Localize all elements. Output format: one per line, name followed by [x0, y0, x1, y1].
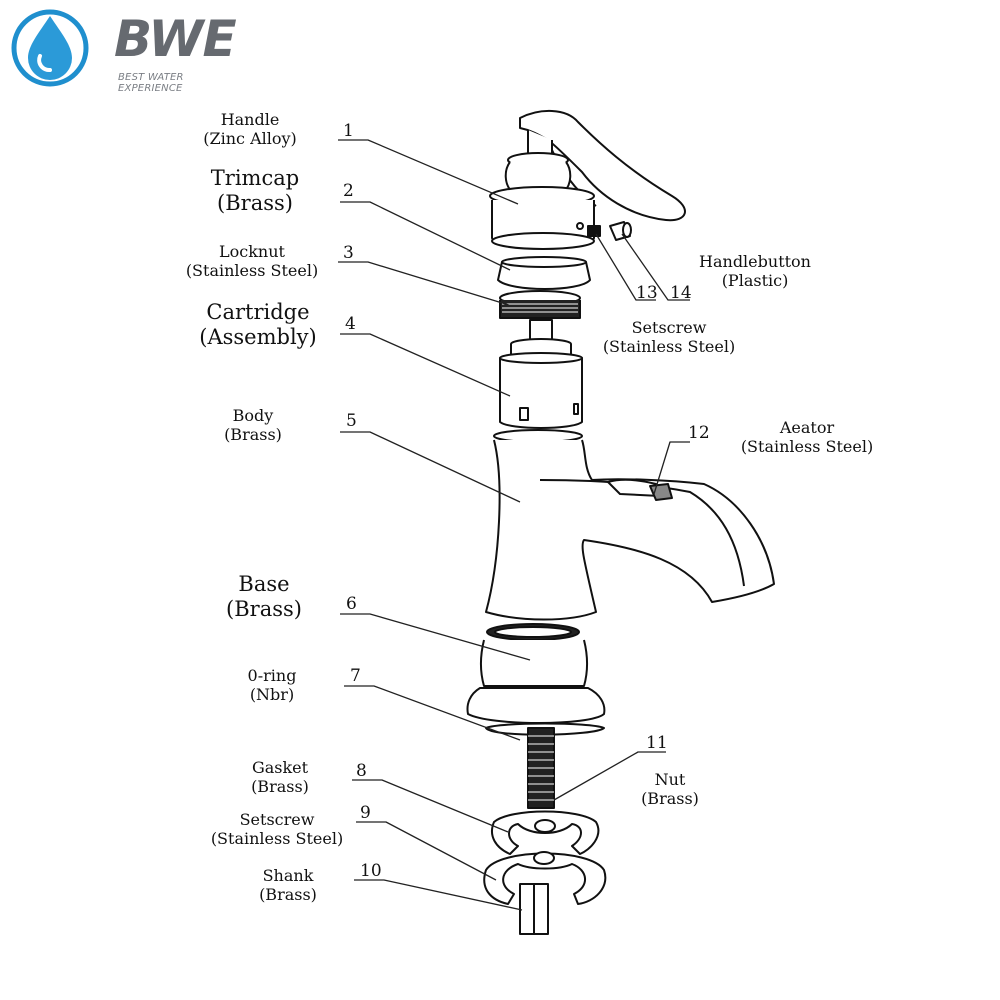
label-o-ring-name: 0-ring — [247, 666, 297, 685]
label-o-ring: 0-ring (Nbr) — [222, 666, 322, 704]
shank-part — [519, 883, 549, 935]
label-body-material: (Brass) — [224, 425, 282, 445]
label-setscrew-13-name: Setscrew — [631, 318, 707, 337]
callout-9: 9 — [360, 803, 371, 823]
label-base: Base (Brass) — [214, 572, 314, 622]
label-handle: Handle (Zinc Alloy) — [190, 110, 310, 148]
callout-12: 12 — [688, 423, 710, 443]
label-shank-name: Shank — [262, 866, 314, 885]
label-handlebutton: Handlebutton (Plastic) — [690, 252, 820, 290]
callout-10: 10 — [360, 861, 382, 881]
label-base-material: (Brass) — [226, 597, 302, 622]
label-setscrew-13-material: (Stainless Steel) — [602, 337, 736, 357]
label-setscrew-9: Setscrew (Stainless Steel) — [202, 810, 352, 848]
label-shank: Shank (Brass) — [238, 866, 338, 904]
label-handlebutton-name: Handlebutton — [699, 252, 811, 271]
cartridge-part — [499, 338, 583, 429]
callout-2: 2 — [343, 181, 354, 201]
label-setscrew-9-name: Setscrew — [239, 810, 315, 829]
callout-6: 6 — [346, 594, 357, 614]
label-aeator-name: Aeator — [779, 418, 835, 437]
brand-name: BWE — [114, 10, 237, 68]
label-handle-material: (Zinc Alloy) — [203, 129, 297, 149]
label-nut-material: (Brass) — [641, 789, 699, 809]
label-cartridge-name: Cartridge — [206, 300, 310, 324]
callout-14: 14 — [670, 283, 692, 303]
label-setscrew-9-material: (Stainless Steel) — [210, 829, 344, 849]
label-setscrew-13: Setscrew (Stainless Steel) — [596, 318, 742, 356]
label-locknut-name: Locknut — [219, 242, 285, 261]
leader-lines — [338, 139, 690, 911]
setscrew-9-part — [483, 851, 607, 905]
label-locknut: Locknut (Stainless Steel) — [178, 242, 326, 280]
shank-rod-part — [527, 727, 555, 809]
trimcap-part — [489, 152, 595, 250]
locknut-part — [499, 290, 581, 343]
label-body: Body (Brass) — [200, 406, 306, 444]
label-handlebutton-material: (Plastic) — [721, 271, 789, 291]
label-trimcap-name: Trimcap — [210, 166, 300, 190]
callout-3: 3 — [343, 243, 354, 263]
label-base-name: Base — [238, 572, 290, 596]
label-gasket-name: Gasket — [251, 758, 309, 777]
brand-logo: BWE BEST WATER EXPERIENCE — [10, 8, 250, 94]
label-cartridge-material: (Assembly) — [199, 325, 317, 350]
label-trimcap-material: (Brass) — [217, 191, 293, 216]
label-cartridge: Cartridge (Assembly) — [192, 300, 324, 350]
trimcap-ring-part — [497, 256, 591, 290]
label-locknut-material: (Stainless Steel) — [185, 261, 319, 281]
label-gasket: Gasket (Brass) — [230, 758, 330, 796]
label-aeator-material: (Stainless Steel) — [740, 437, 874, 457]
water-drop-icon — [11, 9, 89, 87]
label-trimcap: Trimcap (Brass) — [190, 166, 320, 216]
base-part — [466, 623, 606, 724]
label-nut: Nut (Brass) — [622, 770, 718, 808]
callout-1: 1 — [343, 121, 354, 141]
callout-8: 8 — [356, 761, 367, 781]
label-aeator: Aeator (Stainless Steel) — [732, 418, 882, 456]
callout-4: 4 — [345, 314, 356, 334]
label-body-name: Body — [232, 406, 274, 425]
label-handle-name: Handle — [220, 110, 280, 129]
label-shank-material: (Brass) — [259, 885, 317, 905]
callout-13: 13 — [636, 283, 658, 303]
callout-7: 7 — [350, 666, 361, 686]
gasket-part — [491, 810, 600, 855]
label-o-ring-material: (Nbr) — [249, 685, 295, 705]
body-part — [485, 429, 775, 621]
callout-5: 5 — [346, 411, 357, 431]
label-gasket-material: (Brass) — [251, 777, 309, 797]
callout-numbers: 1 2 3 4 5 6 7 8 9 10 11 12 13 14 — [343, 121, 710, 881]
callout-11: 11 — [646, 733, 668, 753]
label-nut-name: Nut — [654, 770, 686, 789]
setscrew-13-part — [587, 225, 601, 237]
brand-tagline: BEST WATER EXPERIENCE — [118, 72, 184, 94]
handlebutton-part — [609, 221, 632, 241]
